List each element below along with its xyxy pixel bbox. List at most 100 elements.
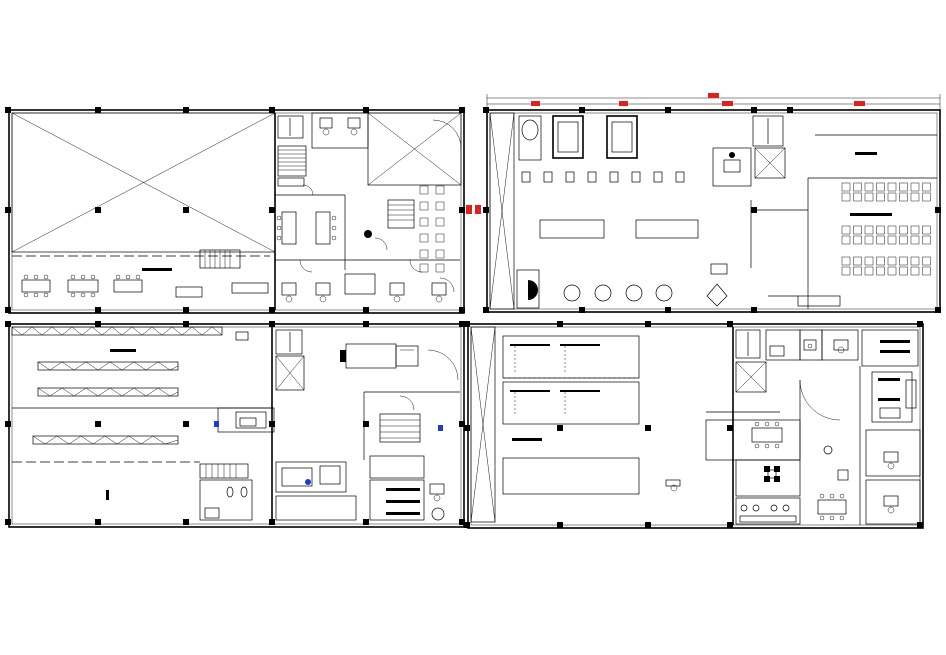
chair-icon <box>899 192 908 202</box>
column-marker-icon <box>5 321 11 327</box>
plan-bottom-left <box>8 323 465 528</box>
column-marker-icon <box>5 519 11 525</box>
chair-icon <box>864 225 874 235</box>
column-marker-icon <box>483 307 489 313</box>
column-marker-icon <box>363 519 369 525</box>
chair-icon <box>899 256 908 266</box>
column-marker-icon <box>727 522 733 528</box>
desk-chair-icon <box>841 182 931 276</box>
column-marker-icon <box>183 519 189 525</box>
desk-chair-icon <box>883 495 899 514</box>
column-marker-icon <box>464 425 470 431</box>
column-marker-icon <box>363 107 369 113</box>
column-marker-icon <box>665 107 671 113</box>
chair-icon <box>910 225 920 235</box>
chair-icon <box>899 266 908 276</box>
dimension-marker-icon <box>466 205 472 214</box>
chair-icon <box>922 256 931 266</box>
desk-chair-icon <box>723 152 741 173</box>
column-marker-icon <box>557 321 563 327</box>
dimension-marker-group <box>466 93 865 214</box>
stair-icon <box>379 413 421 443</box>
desk-chair-icon <box>281 282 297 303</box>
dimension-marker-icon <box>854 101 865 106</box>
column-marker-icon <box>917 522 923 528</box>
column-marker-icon <box>787 107 793 113</box>
column-marker-icon <box>95 107 101 113</box>
column-marker-icon <box>459 519 465 525</box>
dimension-marker-icon <box>531 101 540 106</box>
chair-icon <box>853 192 862 202</box>
chair-icon <box>899 235 908 245</box>
chair-icon <box>853 256 862 266</box>
column-marker-icon <box>751 307 757 313</box>
chair-icon <box>922 266 931 276</box>
stair-icon <box>199 249 241 269</box>
column-marker-icon <box>363 307 369 313</box>
tank-icon <box>563 284 673 302</box>
dimension-marker-icon <box>475 205 481 214</box>
column-marker-icon <box>917 321 923 327</box>
column-marker-icon <box>751 107 757 113</box>
chair-icon <box>853 235 862 245</box>
column-marker-icon <box>5 207 11 213</box>
column-marker-icon <box>751 207 757 213</box>
chair-icon <box>876 266 885 276</box>
chair-icon <box>887 266 897 276</box>
column-marker-icon <box>95 421 101 427</box>
column-marker-icon <box>269 307 275 313</box>
column-marker-icon <box>727 321 733 327</box>
conference-table-icon <box>113 274 143 293</box>
column-marker-icon <box>183 207 189 213</box>
chair-icon <box>841 192 851 202</box>
chair-icon <box>887 256 897 266</box>
column-marker-icon <box>363 421 369 427</box>
chair-icon <box>887 225 897 235</box>
column-marker-icon <box>645 425 651 431</box>
stair-icon <box>275 355 305 391</box>
column-marker-icon <box>459 321 465 327</box>
desk-chair-icon <box>883 451 899 470</box>
column-marker-icon <box>269 321 275 327</box>
column-marker-icon <box>464 522 470 528</box>
chair-icon <box>922 225 931 235</box>
plan-bottom-right <box>467 323 924 529</box>
chair-icon <box>899 225 908 235</box>
column-marker-icon <box>579 107 585 113</box>
conference-table-icon <box>276 211 337 245</box>
chair-icon <box>910 256 920 266</box>
dimension-marker-icon <box>722 101 733 106</box>
column-marker-icon <box>645 321 651 327</box>
column-marker-icon <box>183 321 189 327</box>
column-marker-icon <box>5 307 11 313</box>
chair-icon <box>910 192 920 202</box>
column-marker-icon <box>459 307 465 313</box>
chair-icon <box>876 182 885 192</box>
column-marker-icon <box>483 207 489 213</box>
column-marker-icon <box>645 522 651 528</box>
column-marker-icon <box>95 307 101 313</box>
desk-chair-icon <box>429 483 445 502</box>
column-marker-icon <box>269 107 275 113</box>
chair-icon <box>841 182 851 192</box>
column-marker-icon <box>557 425 563 431</box>
column-marker-icon <box>727 425 733 431</box>
desk-chair-icon <box>389 282 405 303</box>
chair-icon <box>910 182 920 192</box>
stair-icon <box>754 147 786 179</box>
plan-top-right <box>486 94 941 313</box>
chair-icon <box>910 266 920 276</box>
column-marker-icon <box>459 421 465 427</box>
chair-icon <box>864 192 874 202</box>
chair-icon <box>864 182 874 192</box>
chair-icon <box>876 225 885 235</box>
desk-chair-icon <box>419 185 445 273</box>
conference-table-icon <box>21 274 51 298</box>
chair-icon <box>864 235 874 245</box>
desk-chair-icon <box>803 339 817 351</box>
chair-icon <box>841 256 851 266</box>
column-marker-icon <box>459 207 465 213</box>
chair-icon <box>864 256 874 266</box>
chair-icon <box>922 182 931 192</box>
column-marker-icon <box>464 321 470 327</box>
